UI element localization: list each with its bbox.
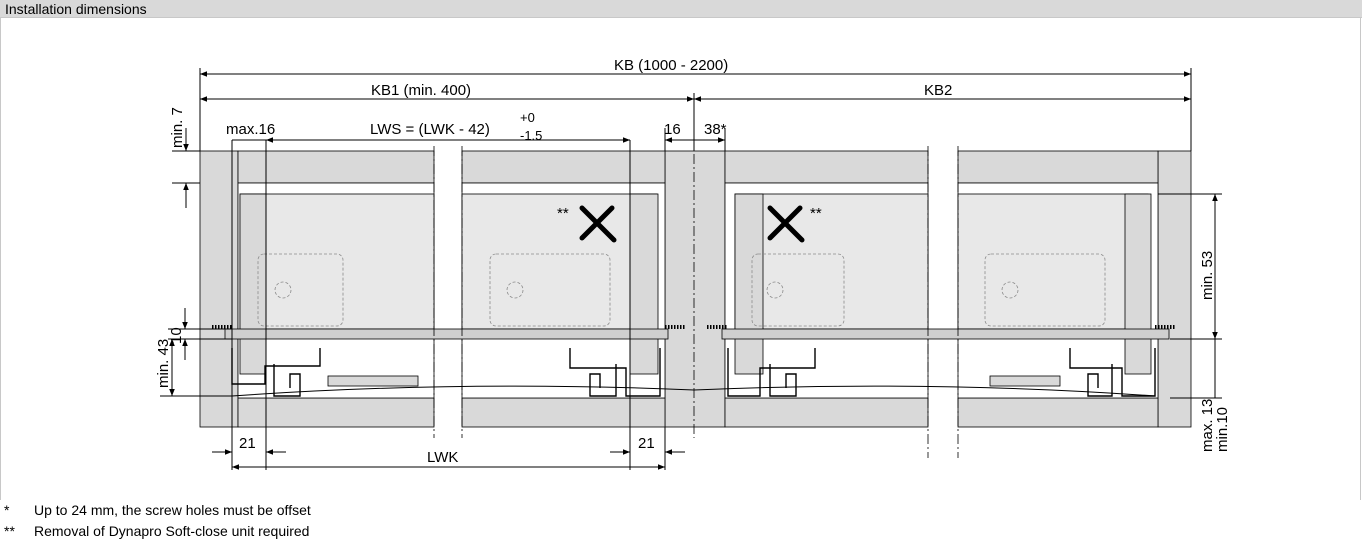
tool-marker-left: **: [557, 205, 569, 222]
drawer-front-3: [734, 193, 929, 330]
center-partition: [664, 150, 726, 428]
footnotes: * Up to 24 mm, the screw holes must be o…: [4, 500, 311, 542]
dim-38: 38*: [704, 121, 727, 138]
section-header: Installation dimensions: [0, 0, 1362, 18]
footnote-mark: *: [4, 502, 10, 518]
dim-max13: max. 13: [1199, 399, 1216, 452]
break-lines: [433, 100, 959, 458]
top-strip-1: [237, 150, 435, 184]
bottom-strip-1: [237, 397, 435, 428]
dim-lwk: LWK: [427, 449, 458, 466]
drawer-front-1: [239, 193, 435, 330]
top-strip-2: [461, 150, 666, 184]
dim-10: 10: [168, 327, 185, 344]
dim-kb2: KB2: [924, 82, 952, 99]
drawer-front-4: [957, 193, 1149, 330]
top-strip-3: [724, 150, 929, 184]
top-strip-4: [957, 150, 1159, 184]
right-side-panel: [1157, 150, 1192, 428]
dim-max16: max.16: [226, 121, 275, 138]
footnote-1: * Up to 24 mm, the screw holes must be o…: [4, 500, 311, 521]
dim-min43: min. 43: [155, 339, 172, 388]
tool-icon-left: [579, 205, 617, 243]
installation-diagram: ** **: [155, 57, 1231, 470]
bottom-strip-4: [957, 397, 1159, 428]
drawing-frame: [0, 18, 1361, 500]
dim-21-left: 21: [239, 435, 256, 452]
footnote-mark: **: [4, 523, 15, 539]
dim-kb: KB (1000 - 2200): [614, 57, 728, 74]
tool-marker-right: **: [810, 205, 822, 222]
dimension-lines: [160, 68, 1222, 470]
section-title: Installation dimensions: [5, 1, 147, 17]
soft-close-outlines: [257, 253, 1106, 327]
dim-min10: min.10: [1214, 407, 1231, 452]
dim-16: 16: [664, 121, 681, 138]
dim-lws-tol-lower: -1.5: [520, 128, 542, 143]
dim-lws-tol-upper: +0: [520, 110, 535, 125]
dim-min53: min. 53: [1199, 251, 1216, 300]
bottom-strip-2: [461, 397, 666, 428]
footnote-text: Up to 24 mm, the screw holes must be off…: [34, 502, 311, 518]
dim-21-right: 21: [638, 435, 655, 452]
drawer-bodies: [224, 182, 1170, 399]
drawer-front-2: [461, 193, 658, 330]
dim-kb1: KB1 (min. 400): [371, 82, 471, 99]
dim-min7: min. 7: [169, 107, 186, 148]
cabinet-panels: [199, 150, 1192, 428]
footnote-2: ** Removal of Dynapro Soft-close unit re…: [4, 521, 311, 542]
tool-icon-right: [767, 205, 805, 243]
footnote-text: Removal of Dynapro Soft-close unit requi…: [34, 523, 310, 539]
soft-close-units: [327, 375, 1061, 387]
bottom-strip-3: [724, 397, 929, 428]
dim-lws: LWS = (LWK - 42): [370, 121, 490, 138]
